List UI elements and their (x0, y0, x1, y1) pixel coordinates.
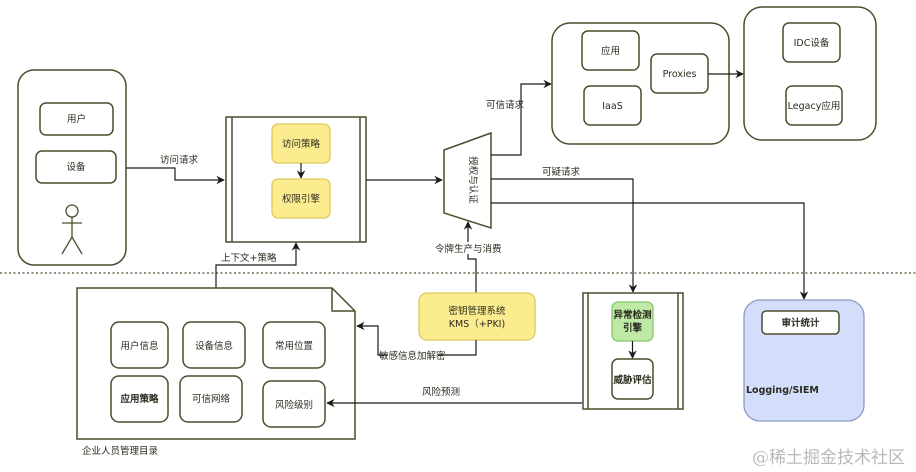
svg-text:风险级别: 风险级别 (275, 399, 313, 411)
gateway-node[interactable]: 授权与认证 (443, 131, 492, 230)
audit-stats-node[interactable]: 审计统计 (761, 310, 840, 335)
proxies-label: Proxies (663, 69, 697, 80)
directory-item[interactable]: 风险级别 (262, 380, 326, 428)
resources-container: 应用 IaaS Proxies (551, 22, 730, 145)
svg-text:可信网络: 可信网络 (192, 393, 231, 405)
svg-text:应用策略: 应用策略 (120, 393, 159, 405)
audit-stats-label: 审计统计 (781, 317, 820, 329)
policy-engine-container: 访问策略 权限引擎 (225, 116, 367, 243)
subject-container: 用户 设备 (17, 69, 127, 266)
token-label: 令牌生产与消费 (435, 243, 502, 255)
legacy-app-label: Legacy应用 (788, 100, 841, 112)
legacy-app-node[interactable]: Legacy应用 (785, 85, 843, 126)
svg-text:常用位置: 常用位置 (275, 340, 313, 352)
watermark: @稀土掘金技术社区 (752, 448, 905, 468)
user-label: 用户 (67, 113, 86, 125)
idc-device-label: IDC设备 (794, 37, 830, 49)
directory-item[interactable]: 应用策略 (110, 375, 169, 423)
device-label: 设备 (66, 161, 86, 173)
siem-label: Logging/SIEM (746, 385, 819, 396)
iaas-node[interactable]: IaaS (583, 85, 642, 126)
directory-title: 企业人员管理目录 (82, 445, 159, 457)
suspicious-request-label: 可疑请求 (542, 166, 581, 178)
person-icon (61, 204, 83, 255)
app-node[interactable]: 应用 (581, 30, 640, 71)
permission-engine-node[interactable]: 权限引擎 (271, 178, 331, 219)
svg-text:用户信息: 用户信息 (120, 340, 158, 352)
encrypt-decrypt-label: 敏感信息加解密 (379, 350, 446, 362)
kms-title: 密钥管理系统 (448, 305, 506, 317)
access-policy-node[interactable]: 访问策略 (271, 123, 331, 164)
token-edge (463, 221, 477, 293)
directory-item[interactable]: 用户信息 (110, 321, 169, 369)
anomaly-engine-label-2: 引擎 (623, 322, 643, 334)
svg-text:设备信息: 设备信息 (195, 340, 233, 352)
trusted-request-edge (491, 79, 552, 156)
directory-container: 用户信息 设备信息 常用位置 应用策略 可信网络 风险级别 企业人员管理目录 (76, 287, 356, 457)
directory-item[interactable]: 常用位置 (262, 321, 326, 369)
encrypt-decrypt-edge (357, 326, 477, 356)
siem-container: 审计统计 Logging/SIEM (743, 299, 865, 422)
context-policy-edge (215, 242, 301, 288)
directory-item[interactable]: 可信网络 (179, 375, 243, 423)
idc-device-node[interactable]: IDC设备 (782, 22, 841, 63)
access-request-label: 访问请求 (160, 154, 199, 166)
legacy-container: IDC设备 Legacy应用 (743, 6, 877, 141)
risk-prediction-label: 风险预测 (422, 386, 460, 398)
user-node[interactable]: 用户 (39, 102, 114, 136)
threat-assessment-label: 威胁评估 (613, 374, 652, 386)
anomaly-container: 异常检测 引擎 威胁评估 (582, 292, 684, 410)
threat-assessment-node[interactable]: 威胁评估 (611, 358, 654, 400)
access-policy-label: 访问策略 (282, 138, 321, 150)
anomaly-engine-node[interactable]: 异常检测 引擎 (611, 301, 654, 342)
suspicious-request-edge (491, 178, 638, 293)
proxies-node[interactable]: Proxies (650, 53, 709, 94)
kms-subtitle: KMS（+PKI) (449, 318, 505, 330)
access-request-edge (126, 167, 225, 185)
device-node[interactable]: 设备 (35, 150, 117, 184)
iaas-label: IaaS (602, 101, 622, 112)
directory-item[interactable]: 设备信息 (182, 321, 246, 369)
anomaly-engine-label-1: 异常检测 (613, 309, 652, 321)
kms-node[interactable]: 密钥管理系统 KMS（+PKI) (418, 292, 536, 341)
gateway-label: 授权与认证 (467, 156, 479, 204)
permission-engine-label: 权限引擎 (282, 193, 321, 205)
trusted-request-label: 可信请求 (486, 99, 525, 111)
app-label: 应用 (601, 45, 620, 57)
audit-edge (491, 202, 809, 300)
context-policy-label: 上下文+策略 (221, 252, 277, 264)
